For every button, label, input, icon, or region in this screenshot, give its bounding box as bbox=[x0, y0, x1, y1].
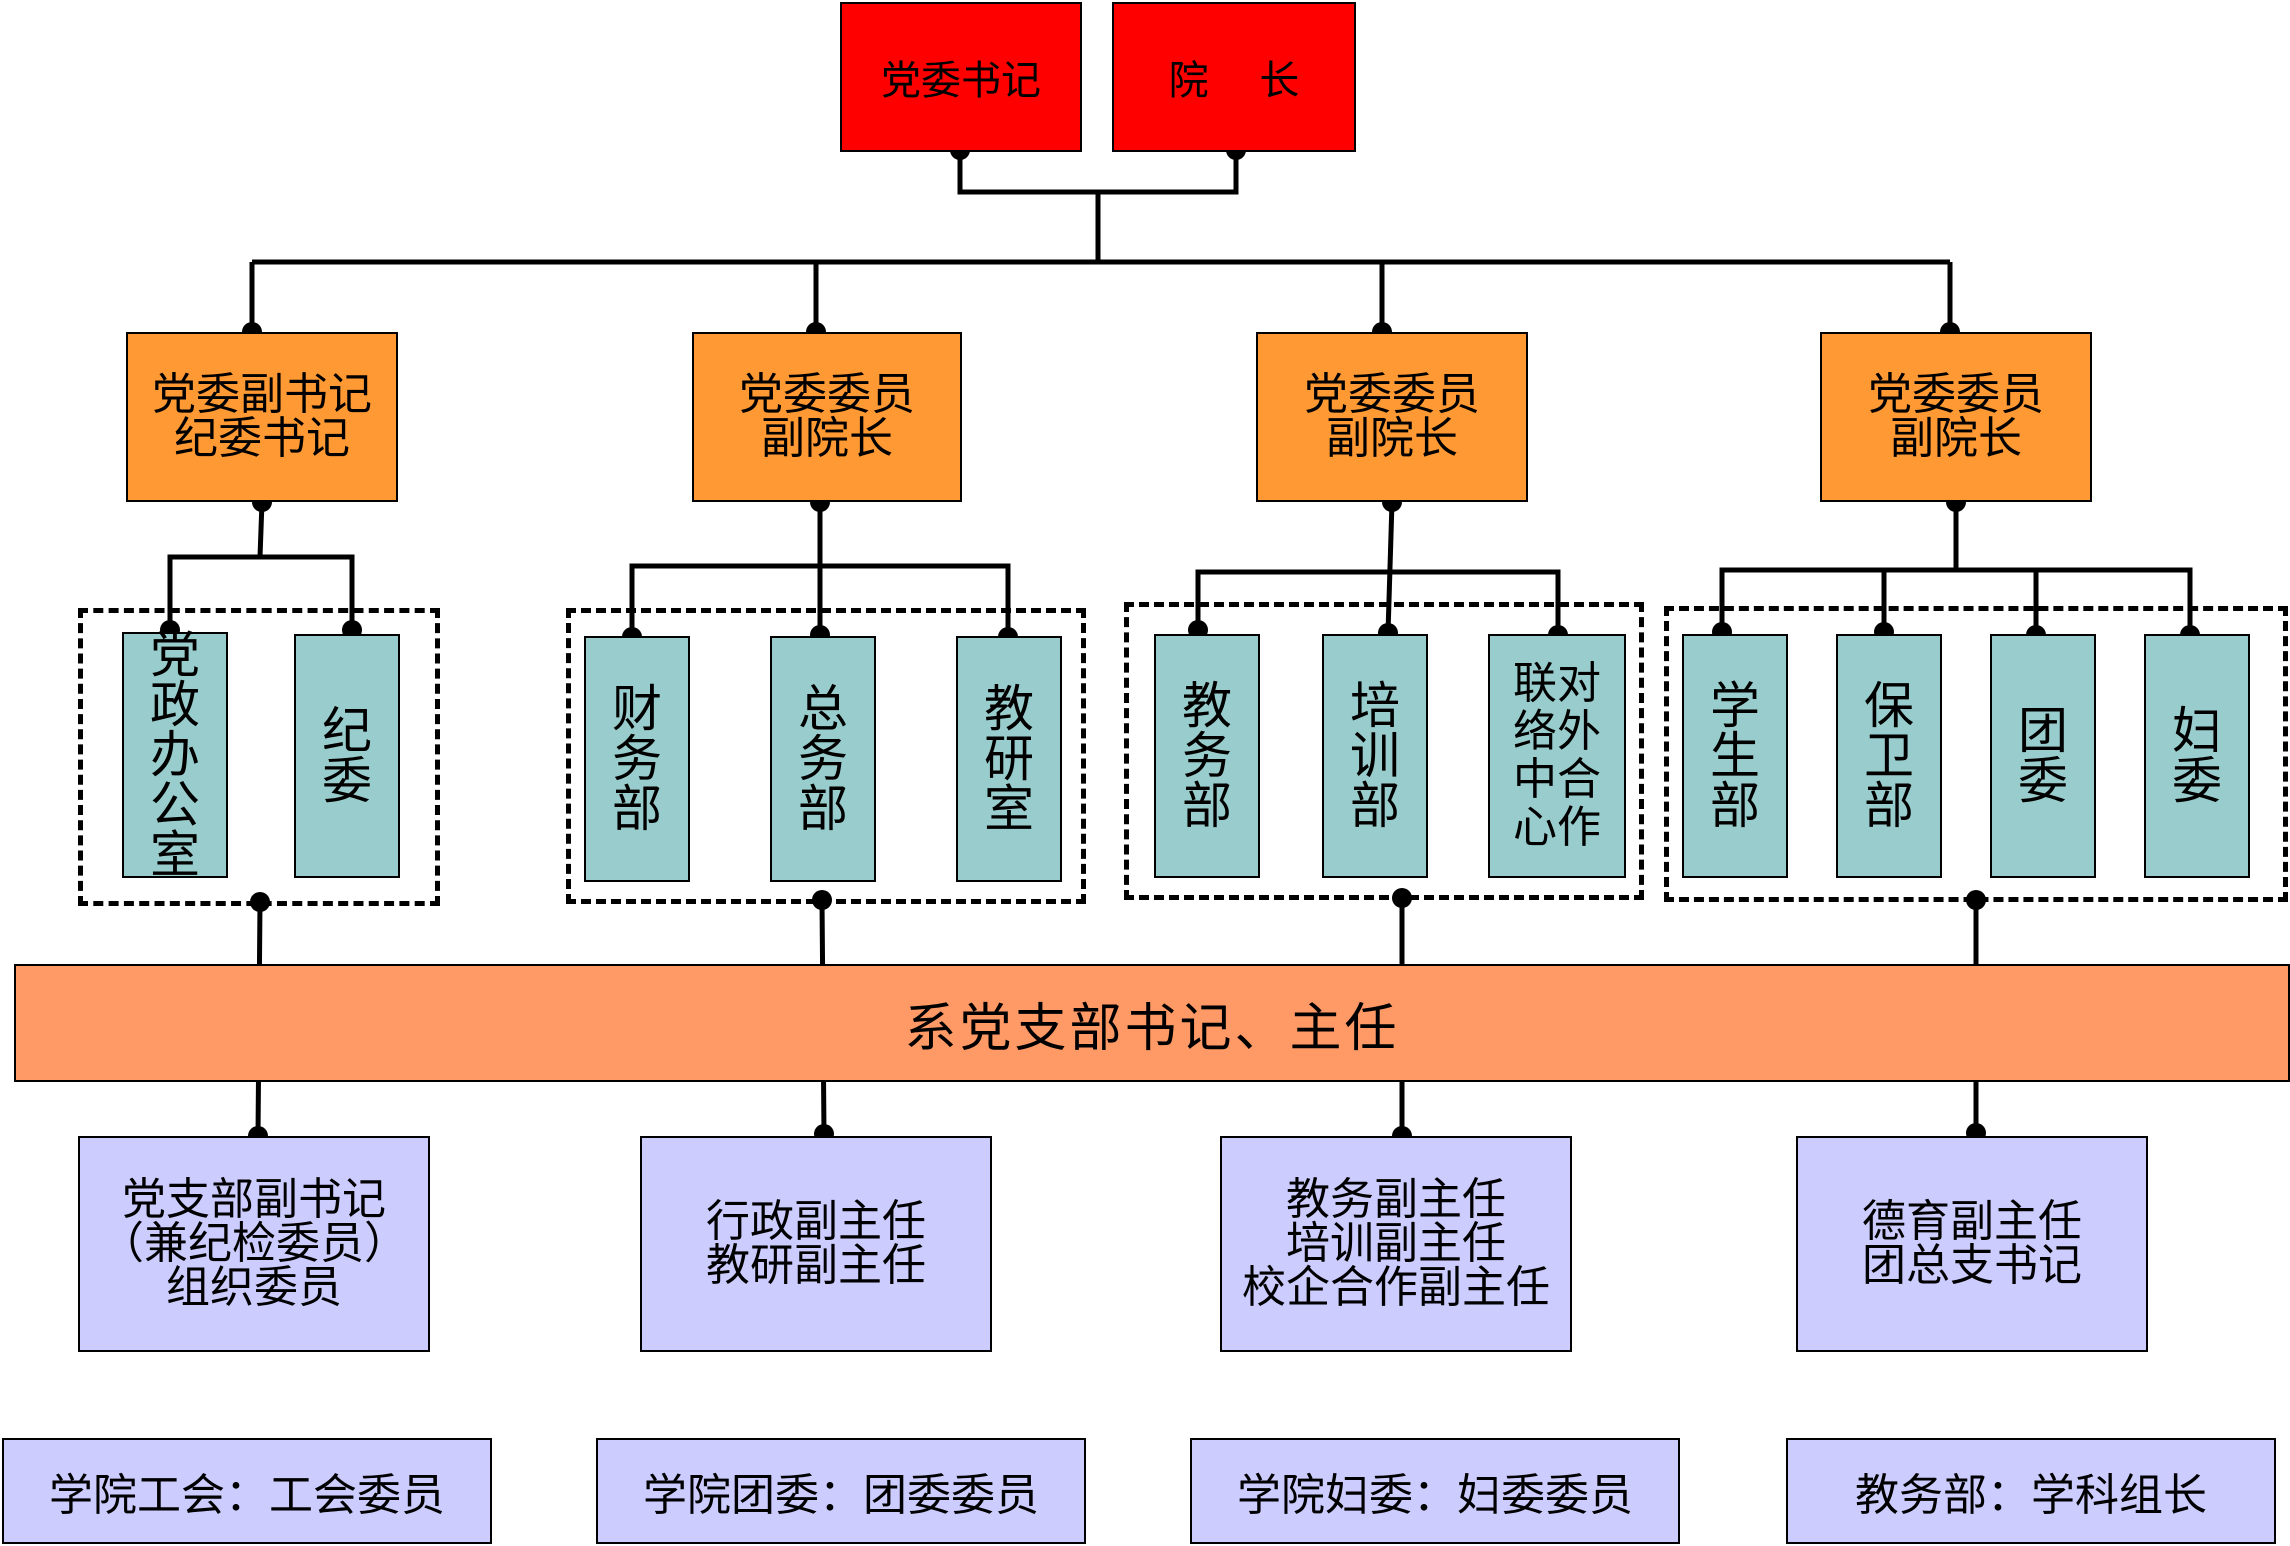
footer-academic-affairs-box: 教务部：学科组长 bbox=[1786, 1438, 2276, 1544]
branch-secretary-band: 系党支部书记、主任 bbox=[14, 964, 2290, 1082]
training-dept: 培 训 部 bbox=[1322, 634, 1428, 878]
department-group-1 bbox=[78, 608, 440, 906]
footer-womens-committee-box: 学院妇委：妇委委员 bbox=[1190, 1438, 1680, 1544]
department-group-3 bbox=[1124, 602, 1644, 900]
student-dept: 学 生 部 bbox=[1682, 634, 1788, 878]
deputy-secretary-box: 党委副书记 纪委书记 bbox=[126, 332, 398, 502]
security-dept: 保 卫 部 bbox=[1836, 634, 1942, 878]
discipline-committee-dept: 纪 委 bbox=[294, 634, 400, 878]
womens-committee-dept: 妇 委 bbox=[2144, 634, 2250, 878]
party-office-dept: 党 政 办 公 室 bbox=[122, 630, 228, 880]
party-secretary-box: 党委书记 bbox=[840, 2, 1082, 152]
external-cooperation-dept: 联对 络外 中合 心作 bbox=[1488, 634, 1626, 878]
footer-union-box: 学院工会：工会委员 bbox=[2, 1438, 492, 1544]
academic-deputy-director-box: 教务副主任 培训副主任 校企合作副主任 bbox=[1220, 1136, 1572, 1352]
vice-president-box-2: 党委委员 副院长 bbox=[1256, 332, 1528, 502]
academic-affairs-dept: 教 务 部 bbox=[1154, 634, 1260, 878]
deputy-branch-secretary-box: 党支部副书记 （兼纪检委员） 组织委员 bbox=[78, 1136, 430, 1352]
vice-president-box-3: 党委委员 副院长 bbox=[1820, 332, 2092, 502]
teaching-research-dept: 教 研 室 bbox=[956, 636, 1062, 882]
footer-youth-league-box: 学院团委：团委委员 bbox=[596, 1438, 1086, 1544]
vice-president-box-1: 党委委员 副院长 bbox=[692, 332, 962, 502]
president-box: 院 长 bbox=[1112, 2, 1356, 152]
finance-dept: 财 务 部 bbox=[584, 636, 690, 882]
department-group-2 bbox=[566, 608, 1086, 904]
admin-deputy-director-box: 行政副主任 教研副主任 bbox=[640, 1136, 992, 1352]
department-group-4 bbox=[1664, 606, 2288, 902]
general-affairs-dept: 总 务 部 bbox=[770, 636, 876, 882]
youth-league-dept: 团 委 bbox=[1990, 634, 2096, 878]
moral-education-deputy-box: 德育副主任 团总支书记 bbox=[1796, 1136, 2148, 1352]
